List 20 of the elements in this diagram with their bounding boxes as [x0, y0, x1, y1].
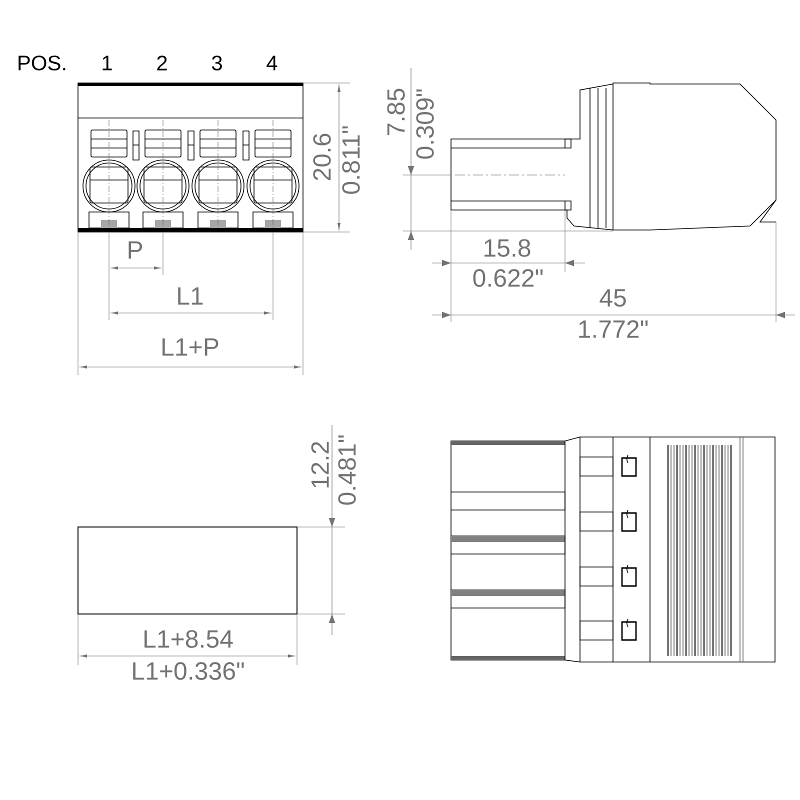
dimension-label: 7.85 [387, 88, 405, 136]
dimension-label: P [128, 241, 142, 259]
position-number: 1 [102, 56, 112, 70]
dimension-label: 0.309" [416, 89, 434, 159]
dimension-label: L1 [178, 287, 203, 305]
dimension-label: 0.481" [338, 435, 356, 505]
dimension-label: 12.2 [311, 442, 329, 488]
dimension-label: 0.811" [342, 126, 360, 194]
dimension-label: L1+0.336" [133, 662, 244, 680]
dimension-label: L1+P [162, 338, 218, 356]
dimension-label: 1.772" [579, 320, 648, 338]
position-number: 3 [212, 56, 222, 70]
dimension-label: 15.8 [484, 239, 530, 257]
dimension-label: 45 [600, 289, 626, 307]
position-label: POS. [18, 56, 66, 70]
dimension-label: 20.6 [313, 134, 331, 180]
position-number: 4 [266, 56, 278, 70]
dimension-label: 0.622" [473, 269, 543, 287]
dimension-label: L1+8.54 [144, 630, 233, 648]
position-number: 2 [157, 56, 167, 70]
